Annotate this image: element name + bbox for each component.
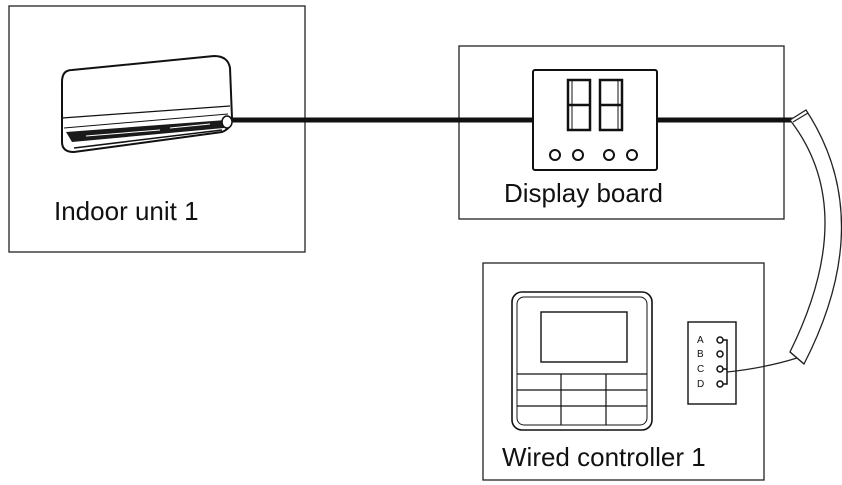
terminal-label: D	[697, 379, 704, 390]
controller-wire	[726, 357, 798, 373]
wired-controller-panel: A B C D Wired controller 1	[482, 262, 765, 481]
indoor-unit-panel: Indoor unit 1	[8, 5, 306, 253]
air-conditioner-icon	[61, 54, 234, 154]
display-board-panel: Display board	[458, 45, 785, 220]
display-button	[572, 149, 584, 161]
display-button	[549, 149, 561, 161]
terminal-label: A	[697, 335, 704, 346]
seven-segment-display-icon	[532, 69, 658, 171]
terminal-label: C	[697, 364, 704, 375]
indoor-unit-label: Indoor unit 1	[54, 196, 199, 226]
display-button	[626, 149, 638, 161]
terminal-block: A B C D	[687, 321, 737, 405]
wired-controller-label: Wired controller 1	[502, 442, 706, 472]
controller-keypad-icon	[511, 291, 653, 431]
terminal-label: B	[697, 349, 704, 360]
cable-conduit	[789, 109, 842, 366]
display-button	[603, 149, 615, 161]
display-board-label: Display board	[504, 178, 663, 208]
signal-cables	[232, 109, 842, 373]
